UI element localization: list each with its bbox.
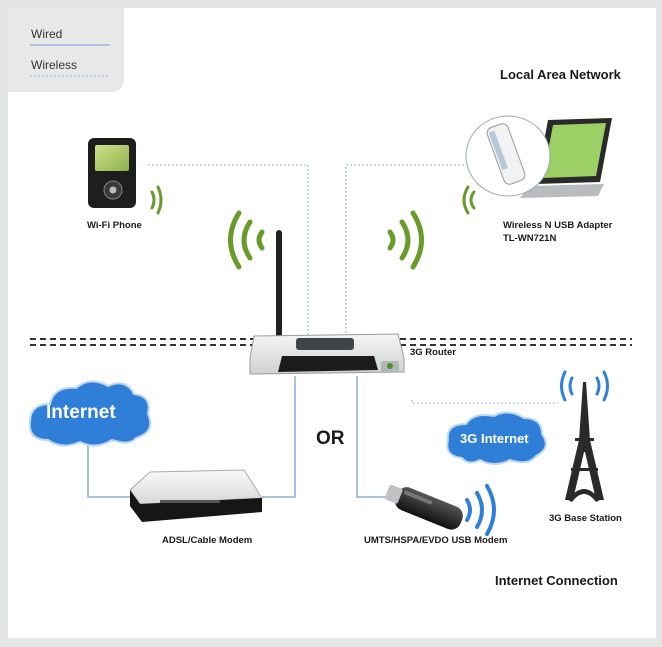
router-label: 3G Router [410, 347, 456, 358]
wired-link-modem-router [262, 376, 296, 498]
laptop-icon [520, 118, 612, 198]
wifi-phone-icon [88, 138, 136, 208]
wired-links [87, 376, 392, 498]
base-station-tower-icon [565, 382, 604, 502]
internet-cloud-label: Internet [46, 402, 116, 423]
usb-modem-icon [384, 484, 463, 530]
base-station-label: 3G Base Station [549, 513, 622, 524]
wired-link-internet-modem [87, 440, 132, 498]
wireless-links [148, 164, 558, 404]
legend-wired-label: Wired [31, 27, 63, 41]
adsl-modem-icon [129, 469, 263, 522]
wireless-link-adapter [345, 164, 468, 335]
usb-modem-signal-icon [465, 484, 496, 536]
modem-label: ADSL/Cable Modem [162, 535, 253, 546]
wireless-link-3g [411, 400, 558, 404]
router-antenna [276, 230, 282, 340]
router-signal-left-icon [228, 210, 265, 270]
legend-box [8, 8, 124, 92]
usb-adapter-label: Wireless N USB Adapter [503, 220, 613, 231]
router-signal-right-icon [387, 210, 424, 270]
section-internet-title: Internet Connection [495, 573, 618, 588]
wireless-link-phone [148, 164, 309, 335]
phone-signal-icon [150, 185, 163, 215]
wifi-phone-label: Wi-Fi Phone [87, 220, 142, 231]
3g-internet-cloud-label: 3G Internet [460, 431, 529, 446]
internet-cloud-icon [28, 380, 152, 447]
wired-link-router-usbmodem [356, 376, 392, 498]
usb-adapter-model-label: TL-WN721N [503, 233, 557, 244]
usb-adapter-icon [465, 115, 551, 197]
tower-signal-icon [560, 370, 609, 402]
or-label: OR [316, 428, 345, 449]
3g-internet-cloud-icon [446, 411, 547, 465]
legend-wireless-label: Wireless [31, 58, 78, 72]
router-icon [249, 333, 405, 375]
diagram-panel [8, 8, 656, 638]
adapter-signal-icon [462, 185, 476, 215]
usb-modem-label: UMTS/HSPA/EVDO USB Modem [364, 535, 508, 546]
section-lan-title: Local Area Network [500, 67, 621, 82]
